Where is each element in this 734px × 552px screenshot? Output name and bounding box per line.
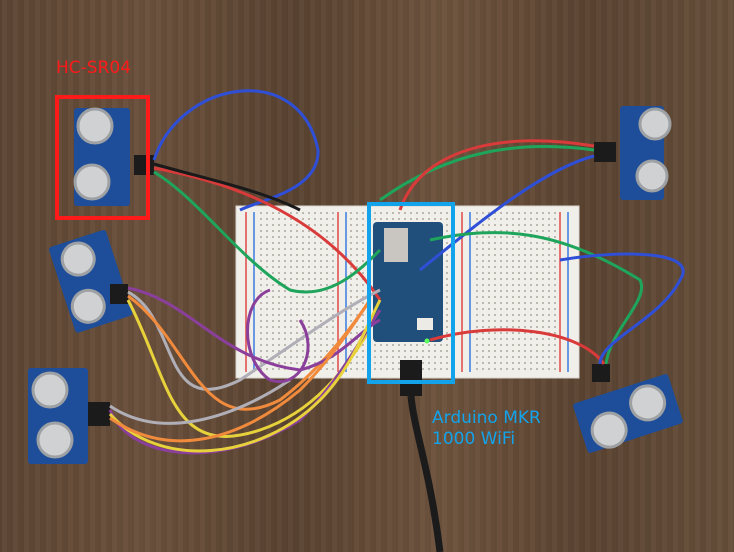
arduino-label: Arduino MKR 1000 WiFi	[432, 408, 541, 450]
usb-cable	[400, 360, 444, 552]
hc-sr04-label: HC-SR04	[56, 58, 132, 78]
hc-sr04-highlight-box	[55, 95, 150, 220]
arduino-label-line1: Arduino MKR	[432, 408, 541, 428]
ultrasonic-sensors	[28, 106, 683, 464]
arduino-highlight-box	[367, 202, 455, 384]
arduino-mkr-board	[373, 222, 443, 344]
jumper-wires	[108, 89, 685, 455]
arduino-label-line2: 1000 WiFi	[432, 429, 516, 449]
